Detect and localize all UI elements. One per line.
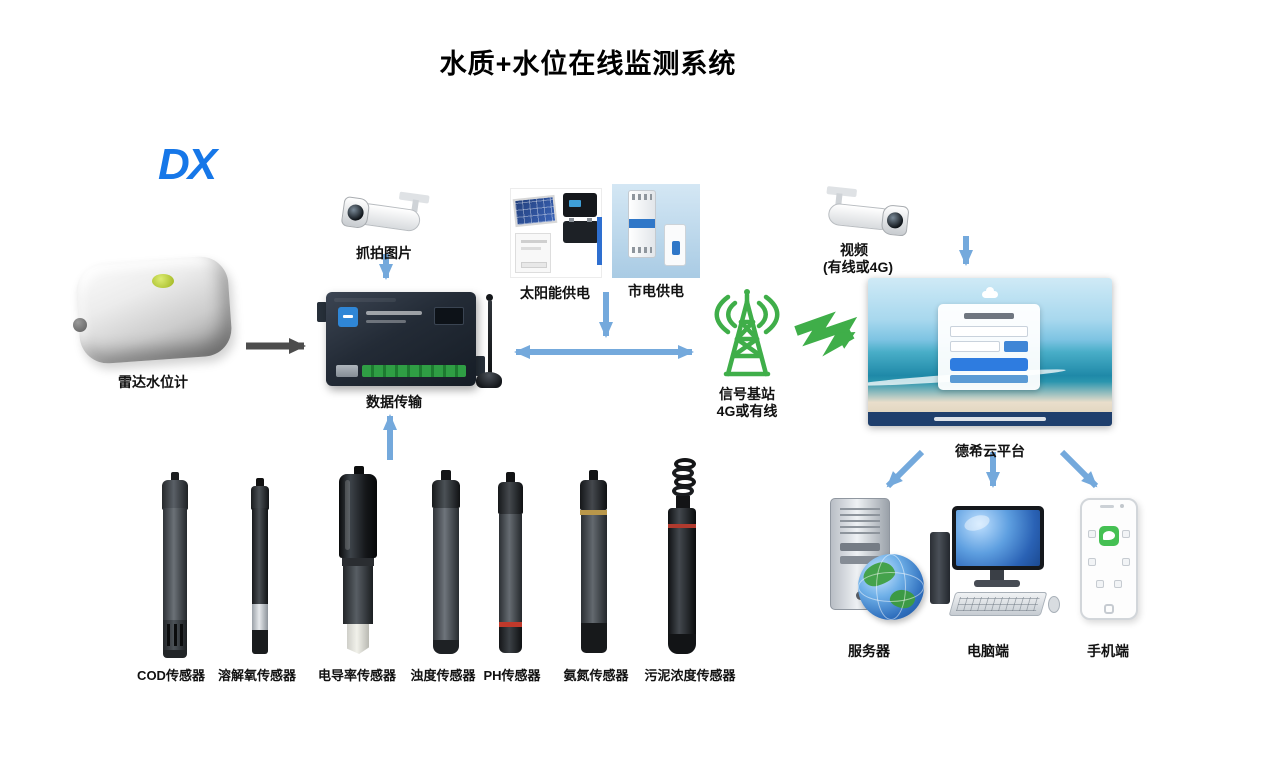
login-field-1	[950, 326, 1028, 337]
sensor-do-label: 溶解氧传感器	[217, 668, 297, 683]
sensor-ammonia	[574, 470, 614, 658]
rtu-device	[317, 292, 485, 386]
mobile-icon	[1080, 498, 1138, 620]
signal-tower-label: 信号基站	[719, 386, 775, 402]
radar-indicator	[152, 274, 174, 288]
sensor-sludge	[648, 458, 712, 658]
solar-panel	[512, 194, 558, 228]
mains-power-label: 市电供电	[628, 283, 684, 299]
pc-icon	[926, 500, 1062, 626]
platform-label: 德希云平台	[955, 443, 1025, 459]
rtu-port	[434, 307, 464, 325]
login-button	[950, 358, 1028, 371]
pc-label: 电脑端	[967, 643, 1009, 659]
battery	[563, 218, 599, 243]
page-title: 水质+水位在线监测系统	[439, 49, 737, 79]
platform-screenshot	[868, 278, 1112, 426]
radar-label: 雷达水位计	[118, 374, 188, 390]
circuit-breaker	[664, 224, 686, 266]
sensor-do	[244, 478, 276, 658]
sensor-turbidity	[426, 470, 466, 660]
arrow-platform-to-mobile	[1059, 449, 1099, 489]
sensor-ph-label: PH传感器	[483, 668, 541, 683]
power-supply-unit	[628, 190, 656, 258]
capture-camera-icon	[340, 190, 432, 248]
signal-tower-icon	[714, 289, 780, 377]
login-field-2	[950, 341, 1000, 352]
sensor-conductivity-label: 电导率传感器	[317, 668, 397, 683]
power-box	[515, 233, 551, 273]
dx-logo: DX	[158, 140, 217, 189]
solar-power-image	[510, 188, 602, 278]
signal-tower-sublabel: 4G或有线	[716, 403, 778, 419]
sensor-ammonia-label: 氨氮传感器	[563, 668, 629, 683]
sensor-ph	[492, 472, 530, 656]
keyboard	[948, 592, 1048, 616]
server-label: 服务器	[848, 643, 890, 659]
platform-cloud-logo-icon	[980, 286, 1000, 300]
platform-login-card	[938, 304, 1040, 390]
mobile-label: 手机端	[1087, 643, 1129, 659]
chat-app-icon	[1099, 526, 1119, 546]
radar-level-meter	[73, 254, 234, 366]
rtu-terminals	[362, 365, 466, 377]
globe-icon	[858, 554, 924, 620]
sensor-conductivity	[330, 466, 386, 662]
solar-power-label: 太阳能供电	[520, 285, 590, 301]
sensor-sludge-label: 污泥浓度传感器	[644, 668, 736, 683]
mains-power-image	[612, 184, 700, 278]
mouse	[1048, 596, 1060, 613]
rtu-label: 数据传输	[366, 394, 422, 410]
arrow-platform-to-server	[885, 449, 925, 489]
charge-controller	[563, 193, 597, 217]
sensor-turbidity-label: 浊度传感器	[410, 668, 476, 683]
video-camera-sublabel: (有线或4G)	[823, 259, 893, 275]
video-camera-label: 视频	[840, 242, 868, 258]
capture-camera-label: 抓拍图片	[356, 245, 412, 261]
arrow-tower-to-platform	[794, 311, 858, 357]
sensor-cod-label: COD传感器	[137, 668, 205, 683]
rtu-antenna	[472, 292, 506, 388]
monitor	[952, 506, 1044, 570]
server-icon	[828, 498, 924, 630]
sensor-cod	[155, 472, 195, 660]
